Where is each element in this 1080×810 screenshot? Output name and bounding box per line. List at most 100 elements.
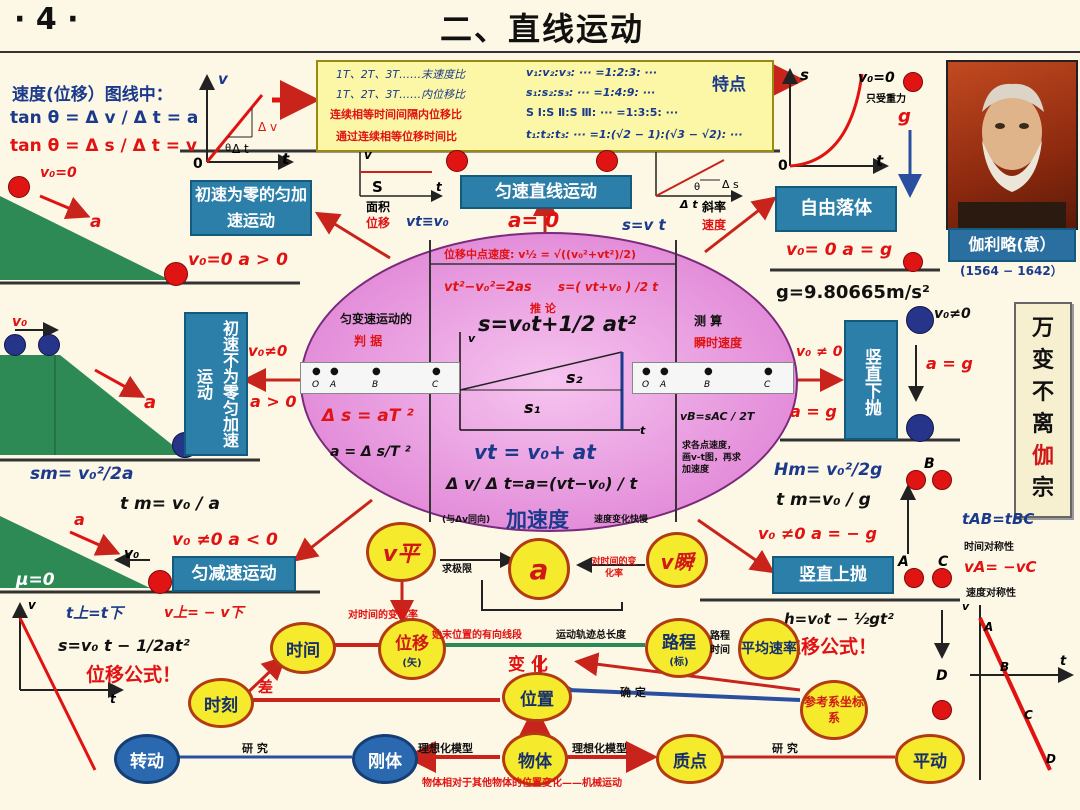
freefall-s-label: s — [800, 66, 809, 84]
bl-disp-formula: 位移公式！ — [86, 664, 182, 686]
vt-graph-v: v — [962, 600, 970, 613]
motto-char-2: 变 — [1031, 348, 1054, 373]
graph-t-label: t — [282, 150, 290, 168]
ball-top-left-bottom — [164, 262, 188, 286]
directed-segment: 始末位置的有向线段 — [432, 630, 522, 641]
ball-left-2 — [38, 334, 60, 356]
uniform-speed: 速度 — [702, 218, 727, 232]
limit-label: 求极限 — [442, 564, 472, 575]
t-up-down: t上=t下 — [66, 604, 123, 622]
node-rigid-body: 刚体 — [352, 734, 418, 784]
nonzero-accel-text: 初速不为零匀加速运动 — [194, 320, 239, 448]
decel-a: a — [74, 510, 85, 529]
galileo-portrait — [946, 60, 1078, 230]
graph-intro: 速度(位移）图线中： — [12, 85, 173, 105]
research-right: 研 究 — [772, 742, 798, 755]
graph-origin: 0 — [193, 156, 203, 172]
graph-dv: Δ v — [258, 120, 278, 134]
eq-avg-s: s=( vt+v₀ ) /2 t — [558, 280, 659, 294]
uniform-motion-box: 匀速直线运动 — [460, 175, 632, 209]
up-ball-b1 — [906, 470, 926, 490]
motto-char-5: 伽 — [1031, 444, 1054, 469]
upward-throw-box: 竖直上抛 — [772, 556, 894, 594]
page-title: 二、直线运动 — [440, 10, 645, 48]
acceleration-title: 加速度 — [506, 508, 569, 532]
decel-v0: v₀ — [124, 546, 140, 562]
uniform-graph-t: t — [436, 180, 442, 194]
tape-left — [300, 362, 460, 394]
speed-symmetry: 速度对称性 — [966, 588, 1016, 599]
inst-speed-label: 瞬时速度 — [694, 336, 743, 350]
node-reference: 参考系坐标系 — [800, 680, 868, 740]
node-inst-velocity: v瞬 — [646, 532, 708, 588]
ball-left-1 — [4, 334, 26, 356]
tape2-label-o: O — [642, 380, 650, 390]
area-s1: s₁ — [524, 398, 541, 417]
measure-label: 测 算 — [694, 314, 723, 328]
right-v0neq2: v₀ ≠ 0 — [796, 344, 843, 360]
vt-graph-A: A — [984, 620, 994, 634]
right-ag: a = g — [926, 354, 973, 373]
left-v0neq: v₀≠0 — [248, 342, 288, 360]
ratio-right-2: s₁:s₂:s₃: ··· =1:4:9: ··· — [526, 86, 656, 99]
tape2-label-c: C — [764, 380, 771, 390]
bl-t: t — [110, 692, 116, 706]
node-acceleration: a — [508, 538, 570, 600]
ellipse-v-axis: v — [468, 332, 476, 345]
judge-label: 判 据 — [354, 334, 383, 348]
tape-label-a: A — [330, 380, 337, 390]
mechanical-motion: 物体相对于其他物体的位置变化——机械运动 — [422, 778, 622, 789]
graph-v-label: v — [218, 70, 228, 88]
max-time: t m= v₀ / a — [120, 494, 220, 514]
ratio-left-3: 连续相等时间间隔内位移比 — [330, 108, 462, 121]
ball-uniform-2 — [596, 150, 618, 172]
uniform-graph-v: v — [364, 148, 372, 162]
height-eq: h=v₀t − ½gt² — [784, 610, 894, 628]
up-ball-a — [904, 568, 924, 588]
tape-right — [632, 362, 794, 394]
uniform-disp: 位移 — [366, 216, 391, 230]
a-from-ds: a = Δ s/T ² — [330, 444, 411, 460]
tape-label-b: B — [372, 380, 379, 390]
mid-position-velocity: 位移中点速度: v½ = √((v₀²+vt²)/2) — [444, 248, 637, 261]
displacement-label: 位移 — [395, 634, 429, 654]
vt-graph-C: C — [1024, 708, 1033, 722]
left-v0: v₀ — [12, 314, 28, 330]
portrait-art — [958, 83, 1066, 228]
point-C: C — [938, 554, 949, 570]
ratio-right-4: t₁:t₂:t₃: ··· =1:(√2 − 1):(√3 − √2): ··· — [526, 128, 743, 141]
accel-meaning: 速度变化快慢 — [594, 515, 649, 525]
up-ball-c — [932, 568, 952, 588]
path-time-label: 路程时间 — [710, 631, 730, 656]
ideal-model-right: 理想化模型 — [572, 742, 627, 755]
uniform-a0: a= 0 — [508, 208, 560, 232]
right-disp-formula: 位移公式！ — [782, 636, 878, 658]
freefall-origin: 0 — [778, 158, 788, 174]
ball-decel — [148, 570, 172, 594]
diff-label: 差 — [258, 678, 274, 696]
eq-vt2: vt²−v₀²=2as — [444, 280, 532, 295]
node-time: 时间 — [270, 622, 336, 674]
node-moment: 时刻 — [188, 678, 254, 728]
galileo-name: 伽利略(意） — [948, 228, 1076, 262]
freefall-ball — [903, 72, 923, 92]
uniform-svt: s=v t — [622, 216, 666, 234]
free-fall-box: 自由落体 — [775, 186, 897, 232]
ball-uniform-1 — [446, 150, 468, 172]
rate-label-left: 对时间的变化率 — [348, 610, 418, 621]
motto-char-3: 不 — [1031, 380, 1054, 405]
max-displacement: sm= v₀²/2a — [30, 464, 134, 484]
time-symmetry-eq: tAB=tBC — [962, 510, 1035, 528]
tape-label-o: O — [312, 380, 320, 390]
path-label: 路程 — [662, 633, 696, 653]
tan-velocity-eq: tan θ = Δ v / Δ t = a — [10, 108, 199, 128]
up-cond: v₀ ≠0 a = − g — [758, 524, 877, 543]
ideal-model-left: 理想化模型 — [418, 742, 473, 755]
path-sub: (标) — [669, 657, 689, 668]
tape2-label-b: B — [704, 380, 711, 390]
time-symmetry: 时间对称性 — [964, 542, 1014, 553]
delta-s-eq: Δ s = aT ² — [322, 406, 414, 426]
graph-dt: Δ t — [232, 142, 249, 156]
motto-scroll: 万 变 不 离 伽 宗 — [1014, 302, 1072, 518]
bl-v: v — [28, 598, 36, 612]
